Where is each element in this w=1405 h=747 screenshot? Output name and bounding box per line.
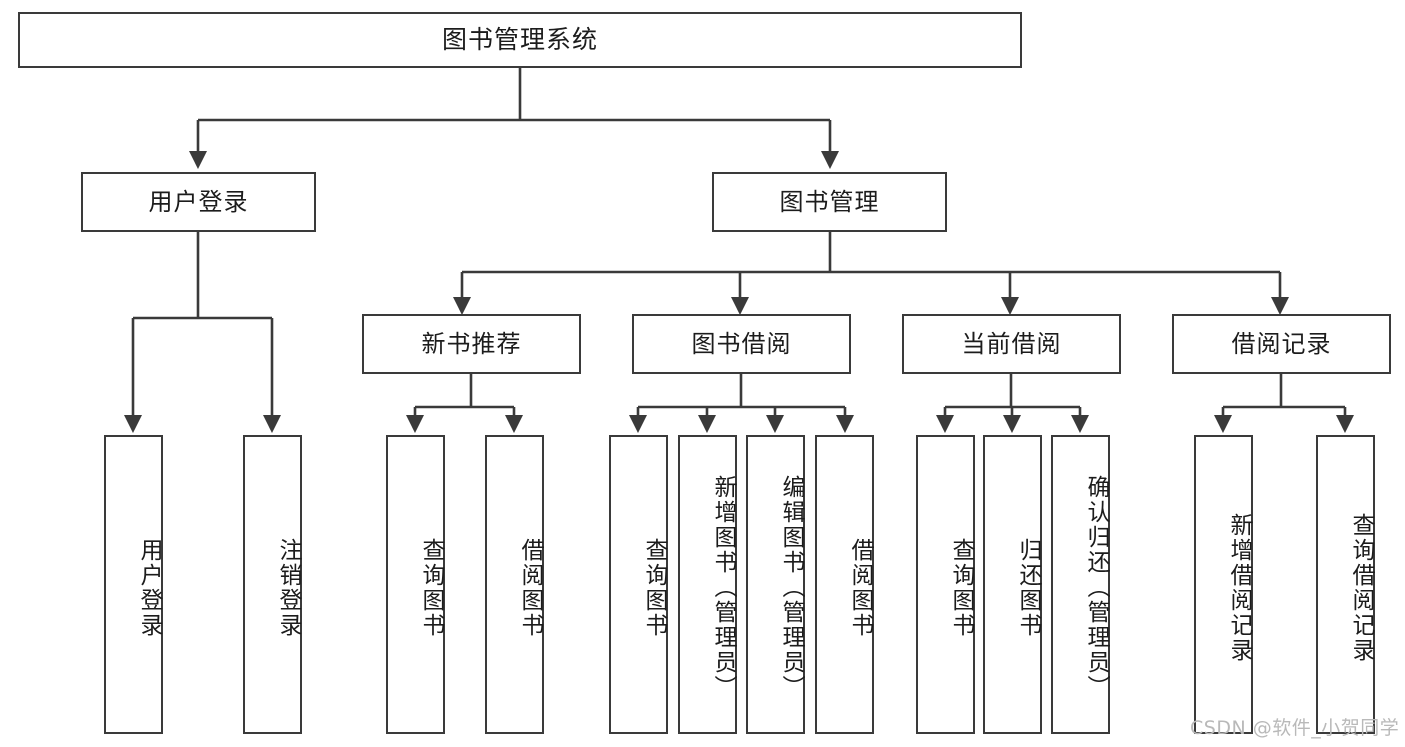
leaf-logout-login-label: 注销登录 <box>275 537 301 638</box>
leaf-logout-login[interactable]: 注销登录 <box>243 435 302 734</box>
leaf-query-record[interactable]: 查询借阅记录 <box>1316 435 1375 734</box>
node-user-login-label: 用户登录 <box>148 187 249 216</box>
node-current-borrow[interactable]: 当前借阅 <box>902 314 1121 374</box>
node-book-borrow[interactable]: 图书借阅 <box>632 314 851 374</box>
leaf-query-record-label: 查询借阅记录 <box>1348 512 1374 663</box>
leaf-borrow-book-1-label: 借阅图书 <box>517 537 543 638</box>
node-new-book-recommend[interactable]: 新书推荐 <box>362 314 581 374</box>
node-book-manage-label: 图书管理 <box>779 187 880 216</box>
node-borrow-record[interactable]: 借阅记录 <box>1172 314 1391 374</box>
leaf-query-book-2[interactable]: 查询图书 <box>609 435 668 734</box>
leaf-query-book-1-label: 查询图书 <box>418 537 444 638</box>
leaf-return-book-label: 归还图书 <box>1015 537 1041 638</box>
leaf-add-book[interactable]: 新增图书（管理员） <box>678 435 737 734</box>
node-user-login[interactable]: 用户登录 <box>81 172 316 232</box>
leaf-return-book[interactable]: 归还图书 <box>983 435 1042 734</box>
leaf-edit-book[interactable]: 编辑图书（管理员） <box>746 435 805 734</box>
leaf-user-login-label: 用户登录 <box>136 537 162 638</box>
leaf-user-login[interactable]: 用户登录 <box>104 435 163 734</box>
leaf-confirm-return-label: 确认归还（管理员） <box>1083 475 1109 700</box>
leaf-query-book-1[interactable]: 查询图书 <box>386 435 445 734</box>
leaf-add-book-label: 新增图书（管理员） <box>710 475 736 700</box>
leaf-edit-book-label: 编辑图书（管理员） <box>778 475 804 700</box>
leaf-confirm-return[interactable]: 确认归还（管理员） <box>1051 435 1110 734</box>
leaf-query-book-3[interactable]: 查询图书 <box>916 435 975 734</box>
leaf-query-book-3-label: 查询图书 <box>948 537 974 638</box>
node-new-book-recommend-label: 新书推荐 <box>421 329 522 358</box>
leaf-borrow-book-2[interactable]: 借阅图书 <box>815 435 874 734</box>
node-book-borrow-label: 图书借阅 <box>691 329 792 358</box>
watermark: CSDN @软件_小贺同学 <box>1190 717 1400 739</box>
node-current-borrow-label: 当前借阅 <box>961 329 1062 358</box>
leaf-borrow-book-1[interactable]: 借阅图书 <box>485 435 544 734</box>
leaf-add-record[interactable]: 新增借阅记录 <box>1194 435 1253 734</box>
node-root-label: 图书管理系统 <box>441 25 598 54</box>
node-book-manage[interactable]: 图书管理 <box>712 172 947 232</box>
leaf-query-book-2-label: 查询图书 <box>641 537 667 638</box>
node-root[interactable]: 图书管理系统 <box>18 12 1022 68</box>
leaf-add-record-label: 新增借阅记录 <box>1226 512 1252 663</box>
leaf-borrow-book-2-label: 借阅图书 <box>847 537 873 638</box>
node-borrow-record-label: 借阅记录 <box>1231 329 1332 358</box>
